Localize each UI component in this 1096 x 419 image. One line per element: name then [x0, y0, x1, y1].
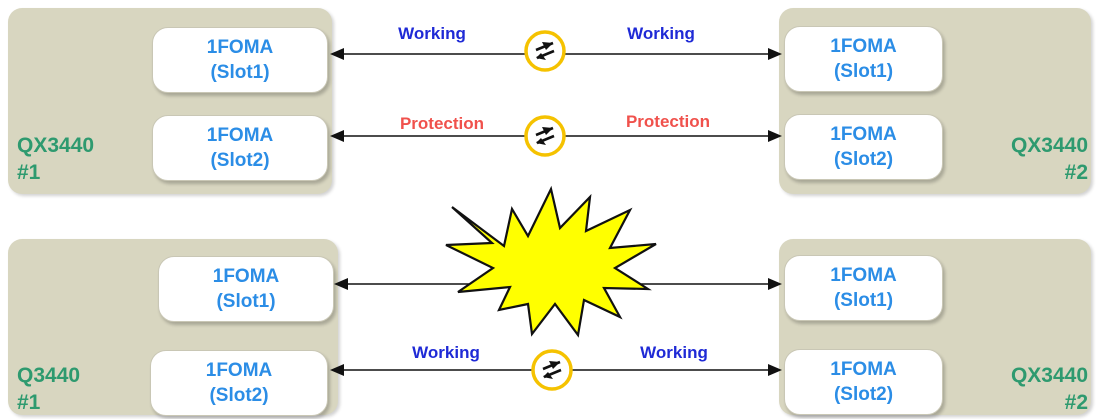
card-line2: (Slot1) [833, 290, 894, 311]
card-line2: (Slot2) [833, 384, 894, 405]
card-line2: (Slot1) [833, 61, 894, 82]
top-right-slot2-card: 1FOMA (Slot2) [784, 114, 943, 180]
card-line2: (Slot2) [833, 149, 894, 170]
card-line2: (Slot1) [216, 291, 276, 312]
card-line1: 1FOMA [206, 125, 274, 146]
top-left-slot2-card: 1FOMA (Slot2) [152, 115, 328, 181]
unit-name: QX3440 [1010, 364, 1088, 387]
card-line1: 1FOMA [830, 124, 897, 145]
card-line1: 1FOMA [830, 265, 897, 286]
card-line1: 1FOMA [212, 266, 280, 287]
card-line2: (Slot2) [210, 150, 270, 171]
card-line1: 1FOMA [830, 359, 897, 380]
unit-name: QX3440 [1010, 134, 1088, 157]
unit-number: #2 [1064, 161, 1088, 184]
bottom-working-right-label: Working [640, 343, 708, 362]
bottom-left-slot2-card: 1FOMA (Slot2) [150, 350, 328, 416]
card-line2: (Slot1) [210, 62, 270, 83]
bottom-right-slot2-card: 1FOMA (Slot2) [784, 349, 943, 415]
bottom-left-unit-label: Q3440 #1 [17, 362, 80, 416]
bottom-left-slot1-card: 1FOMA (Slot1) [158, 256, 334, 322]
bottom-working-left-label: Working [412, 343, 480, 362]
card-line1: 1FOMA [205, 360, 273, 381]
unit-number: #2 [1064, 391, 1088, 414]
card-line1: 1FOMA [830, 36, 897, 57]
top-working-left-label: Working [398, 24, 466, 43]
top-left-unit-label: QX3440 #1 [17, 132, 94, 186]
switch-arrows-icon [524, 30, 566, 72]
card-line2: (Slot2) [209, 385, 269, 406]
unit-number: #1 [17, 391, 41, 414]
card-line1: 1FOMA [206, 37, 274, 58]
unit-name: QX3440 [17, 134, 95, 157]
fault-burst-icon [445, 185, 657, 338]
top-right-unit-label: QX3440 #2 [1011, 132, 1088, 186]
top-working-right-label: Working [627, 24, 695, 43]
unit-name: Q3440 [17, 364, 81, 387]
bottom-right-slot1-card: 1FOMA (Slot1) [784, 255, 943, 321]
switch-arrows-icon [531, 349, 573, 391]
top-protection-left-label: Protection [399, 114, 485, 133]
switch-arrows-icon [524, 115, 566, 157]
top-left-slot1-card: 1FOMA (Slot1) [152, 27, 328, 93]
top-right-slot1-card: 1FOMA (Slot1) [784, 26, 943, 92]
top-protection-right-label: Protection [625, 112, 711, 131]
unit-number: #1 [17, 161, 41, 184]
bottom-right-unit-label: QX3440 #2 [1011, 362, 1088, 416]
